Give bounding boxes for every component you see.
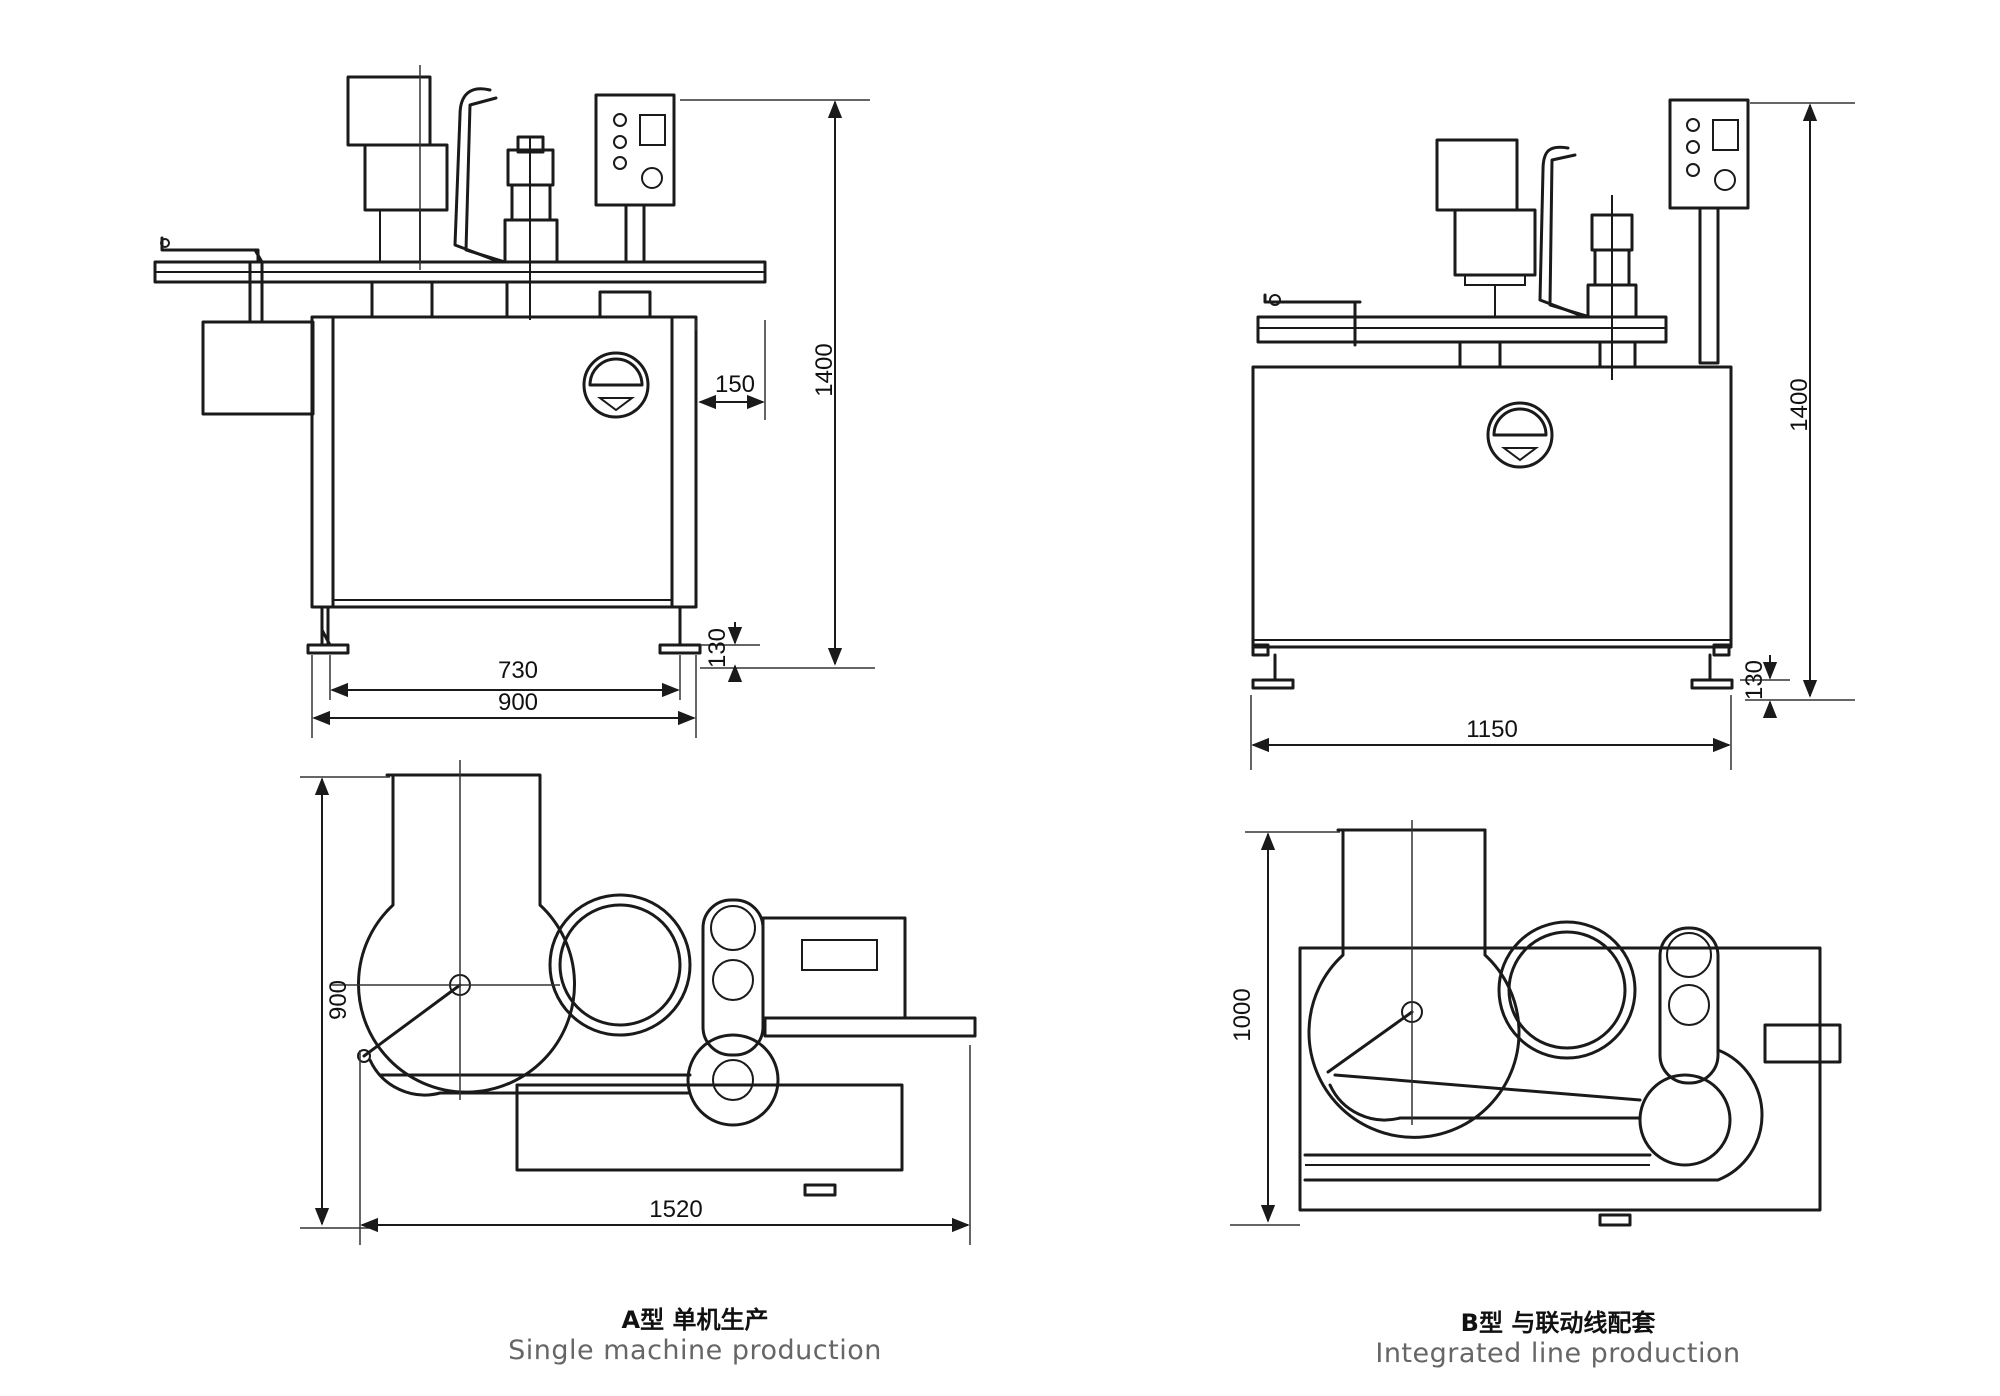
a-foot-label: 130	[704, 628, 731, 668]
b-height-label: 1400	[1786, 378, 1813, 431]
a-plan-depth-label: 900	[325, 980, 352, 1020]
b-front-elevation	[1251, 98, 1750, 690]
a-plan-dimensions: 900 1520	[300, 776, 971, 1245]
a-height-label: 1400	[811, 343, 838, 396]
a-width-outer-label: 900	[498, 689, 538, 716]
a-front-dimensions: 1400 150 130 730 900	[311, 99, 875, 738]
b-width-label: 1150	[1466, 716, 1518, 743]
a-offset-label: 150	[715, 371, 755, 398]
b-caption-cn: B型 与联动线配套	[1460, 1309, 1656, 1337]
a-caption-en: Single machine production	[508, 1335, 882, 1366]
b-front-dimensions: 1400 130 1150	[1250, 102, 1855, 770]
a-caption-cn: A型 单机生产	[621, 1306, 769, 1334]
b-foot-label: 130	[1741, 660, 1768, 700]
a-width-inner-label: 730	[498, 657, 538, 684]
a-plan-view	[330, 760, 977, 1197]
a-plan-length-label: 1520	[649, 1196, 702, 1223]
b-caption-en: Integrated line production	[1375, 1338, 1741, 1369]
b-plan-view	[1298, 820, 1842, 1227]
b-plan-depth-label: 1000	[1229, 988, 1256, 1041]
a-front-elevation	[153, 65, 767, 655]
b-plan-dimensions: 1000	[1229, 831, 1340, 1226]
